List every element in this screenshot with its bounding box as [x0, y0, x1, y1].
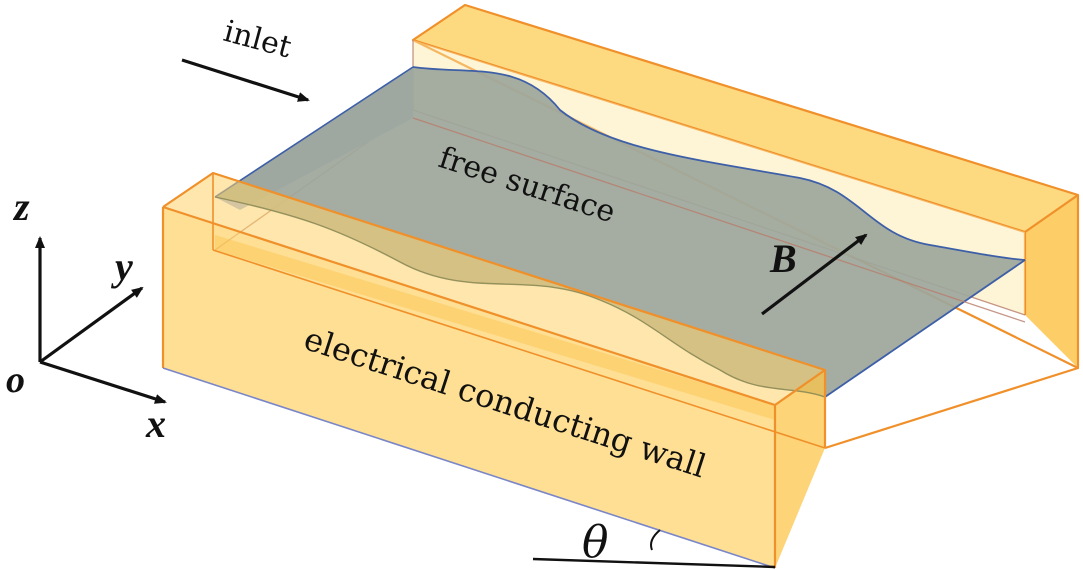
liquid-layer — [214, 66, 1026, 398]
back-wall — [411, 3, 1080, 370]
horizontal-reference-line — [532, 557, 776, 569]
front-wall-liquid-line — [214, 196, 826, 398]
magnetic-field-indicator: B — [761, 233, 868, 316]
angle-arc — [650, 529, 661, 551]
bottom-front-edge — [162, 367, 776, 569]
angle-label: θ — [582, 517, 609, 568]
inlet-indicator: inlet — [181, 14, 310, 102]
inlet-label: inlet — [220, 14, 295, 65]
field-label: B — [769, 236, 797, 281]
origin-label: o — [6, 359, 25, 401]
x-axis — [39, 360, 167, 404]
surface-right-edge — [824, 259, 1026, 398]
x-axis-label: x — [145, 401, 166, 446]
front-wall — [161, 171, 1079, 569]
y-axis-label: y — [111, 244, 133, 289]
field-arrow — [761, 233, 868, 316]
free-surface-shape — [215, 67, 1025, 397]
inclination-angle: θ — [532, 517, 776, 569]
surface-left-edge — [214, 66, 414, 198]
y-axis — [39, 286, 144, 364]
z-axis-label: z — [12, 184, 30, 229]
coordinate-axes: z y x o — [6, 184, 167, 446]
free-surface-line — [412, 66, 1026, 261]
inlet-arrow — [181, 58, 310, 102]
